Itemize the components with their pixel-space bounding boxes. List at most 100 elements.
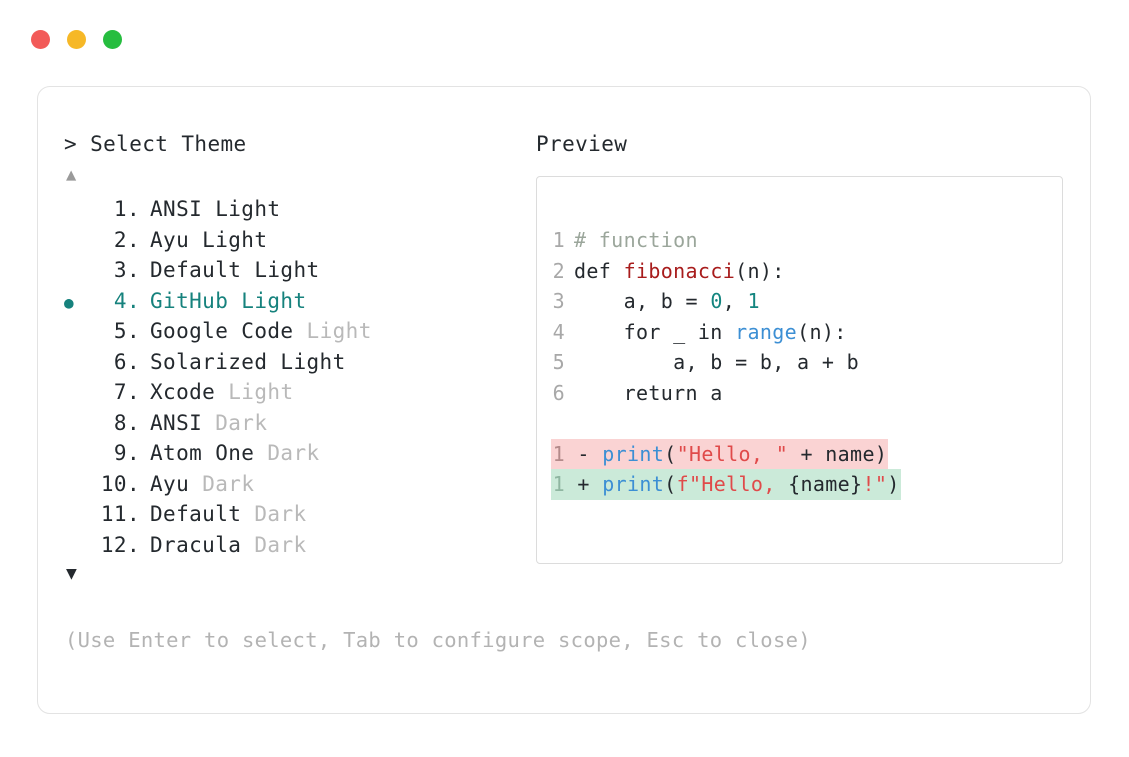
theme-list-item[interactable]: 5. Google Code Light xyxy=(64,316,534,347)
line-number: 5 xyxy=(552,350,565,374)
code-line: 4 for _ in range(n): xyxy=(551,317,1058,348)
diff-line-removed: 1 - print("Hello, " + name) xyxy=(551,438,1058,470)
line-number: 3 xyxy=(552,289,565,313)
selected-bullet-icon: ● xyxy=(64,292,75,312)
theme-item-name: ANSI Light xyxy=(150,197,281,221)
code-token: ( xyxy=(664,441,677,466)
theme-list-item[interactable]: 1. ANSI Light xyxy=(64,194,534,225)
theme-item-index: 8. xyxy=(113,410,140,435)
line-number: 1 xyxy=(552,228,565,252)
code-source: return a xyxy=(574,378,723,409)
theme-item-index: 2. xyxy=(113,227,140,252)
diff-highlight: 1 - print("Hello, " + name) xyxy=(551,438,889,470)
theme-item-index: 9. xyxy=(113,441,140,465)
line-number: 1 xyxy=(552,441,565,466)
theme-item-index: 11. xyxy=(100,502,140,526)
theme-item-name: ANSI xyxy=(150,410,216,435)
theme-item-index: 1. xyxy=(113,197,140,221)
line-number: 6 xyxy=(552,380,565,405)
scroll-up-icon[interactable]: ▲ xyxy=(66,165,77,185)
code-token: (n): xyxy=(797,319,847,344)
theme-item-name: Default xyxy=(150,502,255,526)
code-token: a, b = b, a + b xyxy=(574,350,859,374)
diff-sign: + xyxy=(565,472,603,496)
line-number: 4 xyxy=(552,319,565,344)
code-source: print(f"Hello, {name}!") xyxy=(602,469,899,500)
code-line: 5 a, b = b, a + b xyxy=(551,347,1058,378)
theme-item-index: 3. xyxy=(113,258,140,282)
code-token: for _ in xyxy=(574,319,736,344)
theme-list-item[interactable]: 7.Xcode Light xyxy=(64,377,534,408)
theme-list-item[interactable]: 9. Atom One Dark xyxy=(64,438,534,469)
code-token: f"Hello, xyxy=(676,472,789,496)
minimize-window-button[interactable] xyxy=(67,30,86,49)
diff-sign: - xyxy=(565,441,603,466)
code-token: print xyxy=(602,441,665,466)
theme-item-variant-tag: Light xyxy=(306,319,372,343)
maximize-window-button[interactable] xyxy=(103,30,122,49)
diff-line-added: 1 + print(f"Hello, {name}!") xyxy=(551,469,1058,500)
theme-item-variant-tag: Dark xyxy=(267,441,320,465)
code-token: # function xyxy=(574,228,698,252)
theme-item-name: Ayu xyxy=(150,471,203,496)
preview-title: Preview xyxy=(536,132,628,156)
scroll-down-icon[interactable]: ▼ xyxy=(66,563,77,584)
theme-item-variant-tag: Dark xyxy=(254,502,307,526)
theme-item-name: Atom One xyxy=(150,441,268,465)
code-token: , xyxy=(722,289,748,313)
code-token: a, b = xyxy=(574,289,711,313)
code-token: 1 xyxy=(747,289,760,313)
theme-item-name: Solarized Light xyxy=(150,349,346,374)
theme-list-item[interactable]: 12. Dracula Dark xyxy=(64,530,534,561)
theme-item-name: GitHub Light xyxy=(150,288,307,313)
code-token: {name} xyxy=(788,472,863,496)
theme-item-name: Xcode xyxy=(150,380,229,404)
theme-list-item[interactable]: ● 4. GitHub Light xyxy=(64,286,534,317)
theme-item-name: Dracula xyxy=(150,532,255,557)
theme-item-name: Google Code xyxy=(150,319,307,343)
keyboard-hint: (Use Enter to select, Tab to configure s… xyxy=(65,628,811,652)
code-token: print xyxy=(602,472,665,496)
code-token: range xyxy=(735,319,798,344)
code-token: "Hello, " xyxy=(676,441,789,466)
code-token: def xyxy=(574,258,624,283)
theme-list-item[interactable]: 10. Ayu Dark xyxy=(64,469,534,500)
code-token: (n): xyxy=(735,258,785,283)
code-line: 1 # function xyxy=(551,225,1058,256)
theme-list-item[interactable]: 3.Default Light xyxy=(64,255,534,286)
code-source: print("Hello, " + name) xyxy=(602,439,887,470)
code-token: ( xyxy=(664,472,677,496)
window-controls xyxy=(31,30,122,49)
theme-list-item[interactable]: 6. Solarized Light xyxy=(64,347,534,378)
code-source: # function xyxy=(574,225,698,256)
code-source: a, b = b, a + b xyxy=(574,347,859,378)
code-token: + name) xyxy=(788,441,888,466)
code-source: a, b = 0, 1 xyxy=(574,286,760,317)
code-blank-line xyxy=(551,408,1058,439)
code-source: def fibonacci(n): xyxy=(574,256,785,287)
theme-item-index: 10. xyxy=(100,471,140,496)
code-token: ) xyxy=(887,472,900,496)
theme-item-index: 5. xyxy=(113,319,140,343)
theme-item-index: 6. xyxy=(113,349,140,374)
line-number: 1 xyxy=(552,472,565,496)
theme-item-variant-tag: Dark xyxy=(202,471,255,496)
close-window-button[interactable] xyxy=(31,30,50,49)
theme-list-item[interactable]: 11. Default Dark xyxy=(64,499,534,530)
code-token: !" xyxy=(862,472,888,496)
theme-item-index: 12. xyxy=(100,532,140,557)
theme-item-variant-tag: Dark xyxy=(254,532,307,557)
theme-item-variant-tag: Dark xyxy=(215,410,268,435)
theme-item-name: Ayu Light xyxy=(150,227,268,252)
theme-list-item[interactable]: 2. Ayu Light xyxy=(64,225,534,256)
code-source: for _ in range(n): xyxy=(574,317,847,348)
theme-list-item[interactable]: 8. ANSI Dark xyxy=(64,408,534,439)
theme-item-index: 4. xyxy=(113,288,140,313)
